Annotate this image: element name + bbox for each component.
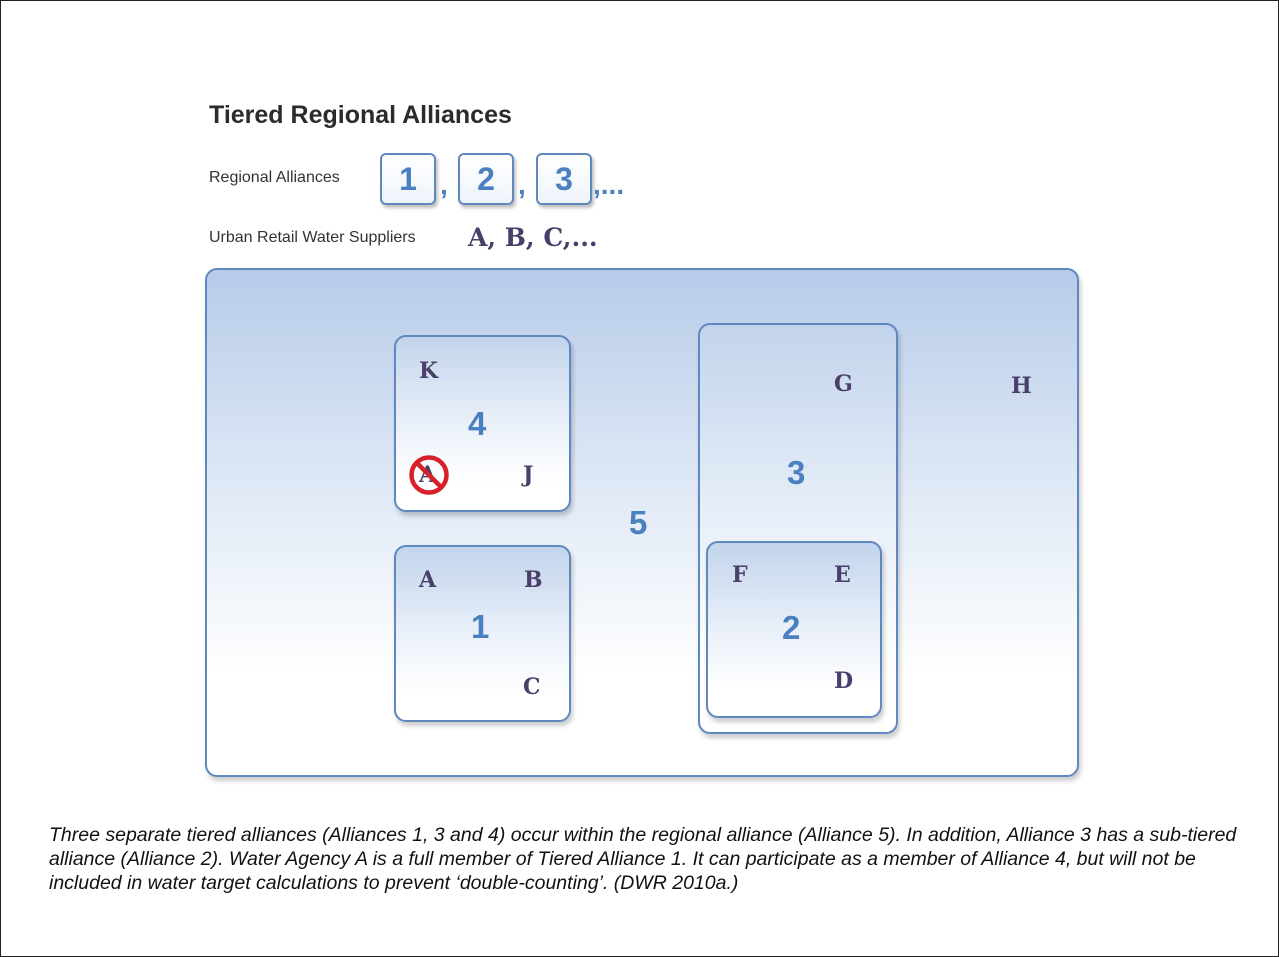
legend-alliance-tile-3: 3: [536, 153, 592, 205]
figure-caption: Three separate tiered alliances (Allianc…: [49, 824, 1237, 894]
supplier-h: H: [1011, 373, 1032, 399]
supplier-a: A: [419, 567, 437, 593]
supplier-c: C: [523, 674, 541, 700]
alliance-2-number: 2: [782, 609, 801, 646]
figure-title: Tiered Regional Alliances: [209, 101, 512, 129]
alliance-3-number: 3: [787, 454, 806, 491]
legend-comma: ,: [440, 169, 448, 200]
supplier-f: F: [732, 562, 748, 588]
alliance-5-box: [205, 268, 1079, 777]
supplier-e: E: [834, 562, 851, 588]
legend-alliances-label: Regional Alliances: [209, 169, 340, 186]
legend-alliance-tile-1: 1: [380, 153, 436, 205]
legend-suppliers-label: Urban Retail Water Suppliers: [209, 229, 416, 246]
legend-alliance-tile-2: 2: [458, 153, 514, 205]
alliance-5-number: 5: [629, 504, 648, 541]
alliance-1-number: 1: [471, 608, 490, 645]
alliance-4-box: [394, 335, 571, 512]
supplier-b: B: [524, 567, 543, 593]
supplier-g: G: [834, 371, 853, 397]
alliance-2-box: [706, 541, 882, 718]
legend-ellipsis: ,...: [593, 169, 625, 200]
supplier-d: D: [834, 668, 854, 694]
prohibited-icon: [409, 455, 449, 495]
legend-suppliers-example: A, B, C,...: [468, 223, 598, 252]
alliance-4-number: 4: [468, 405, 487, 442]
alliance-1-box: [394, 545, 571, 722]
legend-comma: ,: [518, 169, 526, 200]
supplier-k: K: [419, 358, 439, 384]
supplier-j: J: [523, 462, 534, 488]
